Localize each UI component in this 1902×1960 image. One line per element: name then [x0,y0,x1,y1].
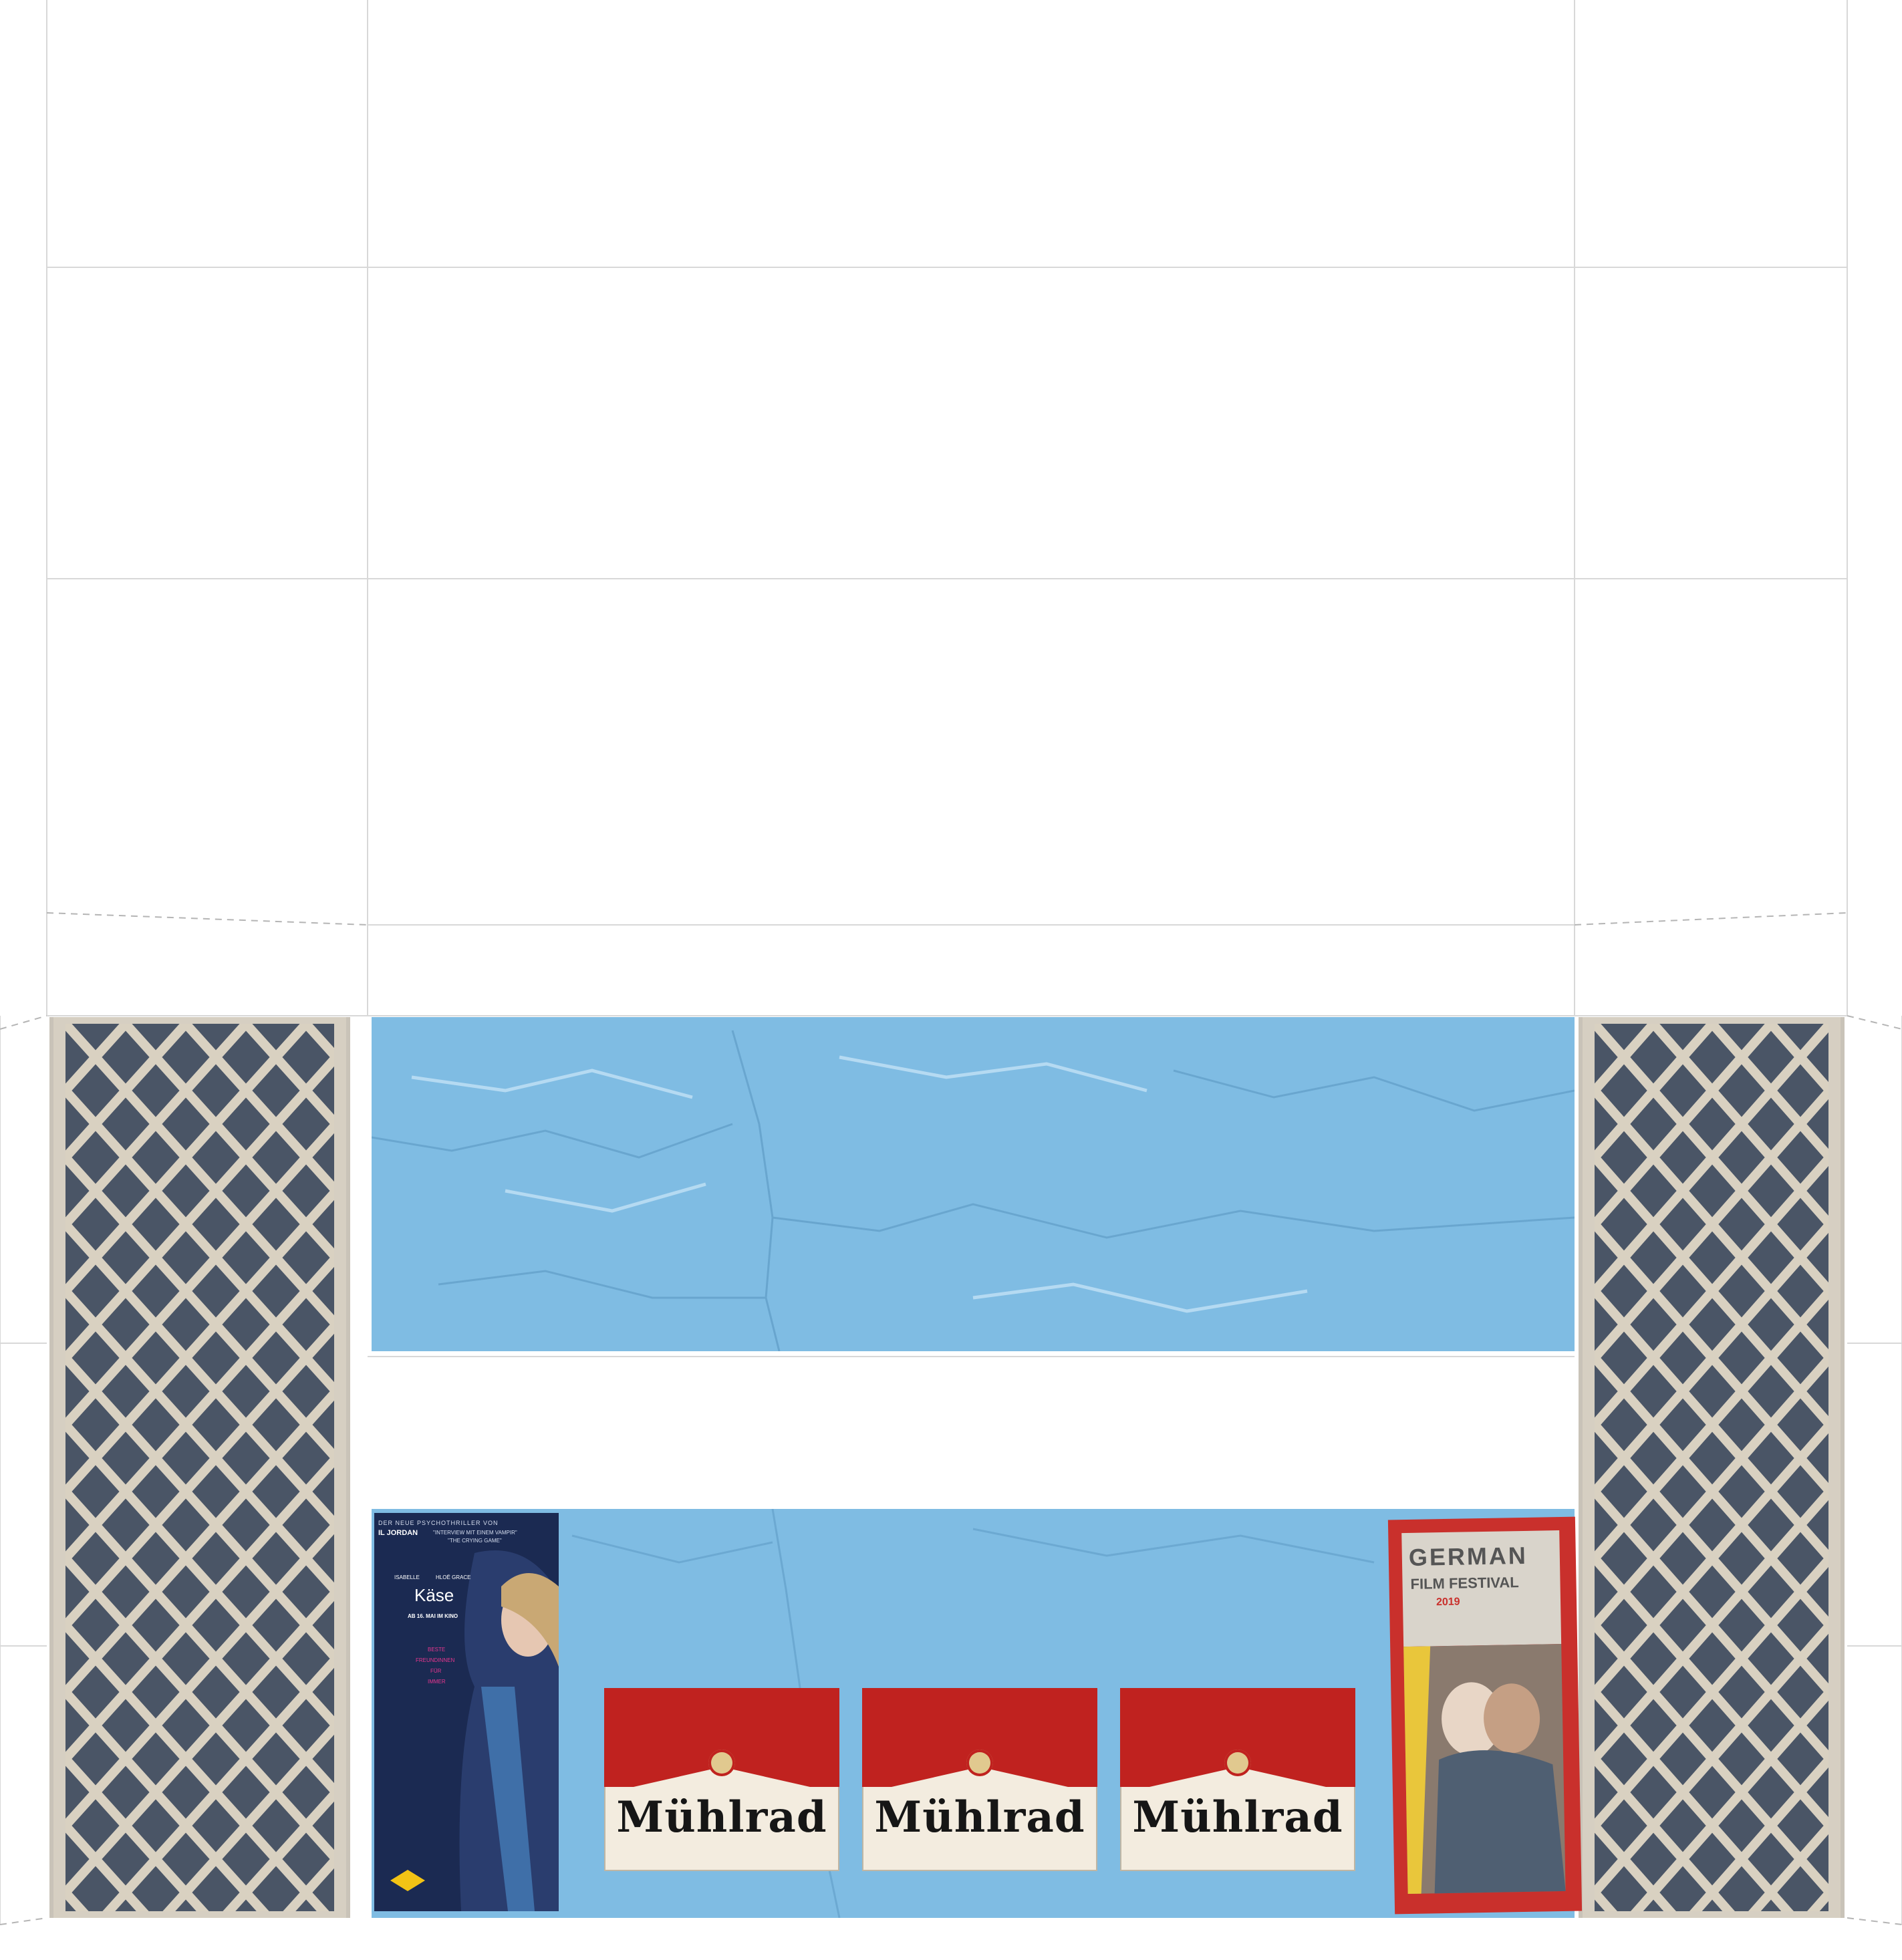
muehlrad-sign-3: Mühlrad [1120,1688,1355,1871]
lattice-right-grille [1595,1024,1828,1911]
poster-director: IL JORDAN [378,1529,418,1537]
poster-release: AB 16. MAI IM KINO [408,1613,458,1619]
poster-title: Käse [414,1585,454,1605]
muehlrad-sign-2: Mühlrad [862,1688,1097,1871]
festival-title-line-2: FILM FESTIVAL [1410,1574,1519,1592]
poster-slogan-1: BESTE [428,1647,446,1653]
poster-actor-2: HLOË GRACE [436,1574,471,1580]
sign-3-label: Mühlrad [1132,1792,1343,1842]
lattice-column-right [1579,1017,1845,1918]
sign-2-label: Mühlrad [874,1792,1085,1842]
sign-2-crest [966,1749,993,1776]
sign-1-chevron [604,1767,839,1787]
poster-tagline: DER NEUE PSYCHOTHRILLER VON [378,1520,499,1526]
sign-2-chevron [862,1767,1097,1787]
wall-upper-texture [372,1030,1575,1351]
sign-1-label: Mühlrad [616,1792,827,1842]
poster-slogan-2: FREUNDINNEN [416,1657,455,1663]
festival-photo [1403,1643,1566,1895]
film-poster: DER NEUE PSYCHOTHRILLER VON IL JORDAN "I… [374,1513,559,1911]
festival-poster: GERMAN FILM FESTIVAL 2019 [1387,1516,1583,1915]
muehlrad-sign-1: Mühlrad [604,1688,839,1871]
poster-actor-1: ISABELLE [394,1574,420,1580]
sign-3-crest [1224,1749,1251,1776]
sign-3-chevron [1120,1767,1355,1787]
festival-title-line-1: GERMAN [1408,1541,1528,1571]
lattice-left-pattern [65,1024,334,1911]
lattice-left-grille [65,1024,334,1911]
poster-studio-logo [390,1870,425,1891]
sign-1-crest [708,1749,735,1776]
lattice-right-pattern [1595,1024,1828,1911]
wall-upper [372,1017,1575,1351]
poster-reference-2: "THE CRYING GAME" [448,1538,502,1544]
lattice-column-left [49,1017,350,1918]
poster-reference-1: "INTERVIEW MIT EINEM VAMPIR" [433,1530,517,1536]
poster-figure [459,1550,559,1911]
poster-slogan-4: IMMER [428,1679,446,1685]
poster-slogan-3: FÜR [430,1668,442,1674]
festival-year: 2019 [1436,1596,1460,1608]
